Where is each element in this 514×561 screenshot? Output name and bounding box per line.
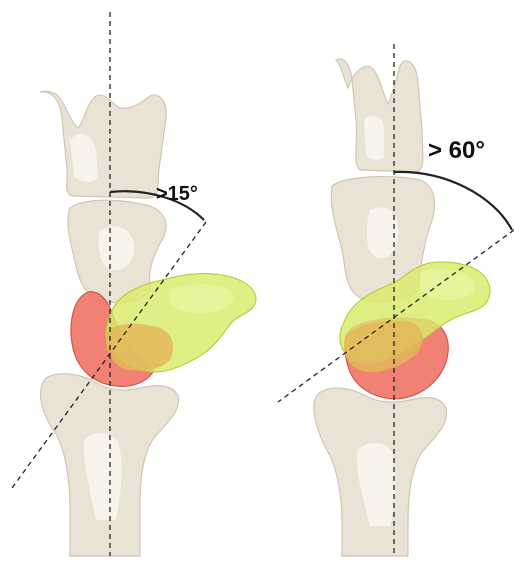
left-metacarpal-bone [40,91,166,198]
right-metacarpal-highlight [364,115,384,160]
left-panel: >15° [12,12,256,556]
right-angle-label: > 60° [428,137,485,164]
left-overlap [106,324,173,371]
left-angle-label: >15° [156,183,198,205]
right-panel: > 60° [278,44,514,556]
